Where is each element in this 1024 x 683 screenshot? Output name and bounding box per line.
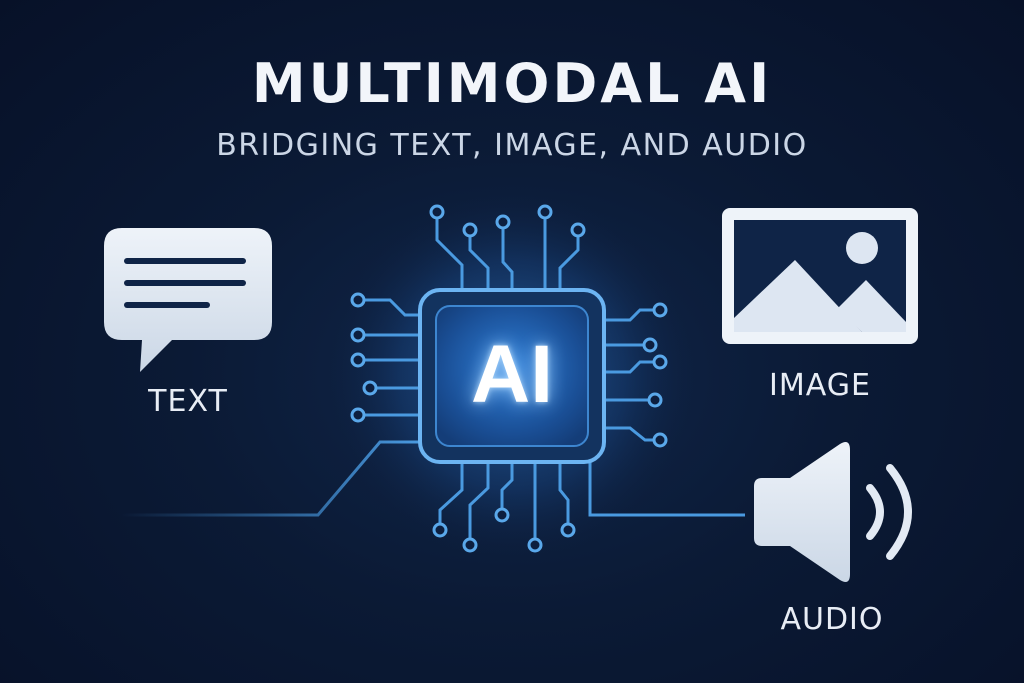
chip-label: AI [471, 329, 553, 420]
text-connector-line [120, 440, 420, 517]
picture-frame-icon [722, 208, 918, 344]
page-title: MULTIMODAL AI [251, 52, 773, 115]
circuit-traces [356, 210, 662, 547]
text-modality-label: TEXT [148, 384, 228, 419]
image-modality-label: IMAGE [769, 368, 871, 403]
ai-chip-icon [418, 288, 606, 464]
page-subtitle: BRIDGING TEXT, IMAGE, AND AUDIO [216, 128, 808, 163]
audio-modality-label: AUDIO [780, 602, 884, 637]
circuit-terminals [350, 204, 668, 553]
speech-bubble-icon [104, 228, 272, 372]
speaker-icon [754, 442, 912, 582]
